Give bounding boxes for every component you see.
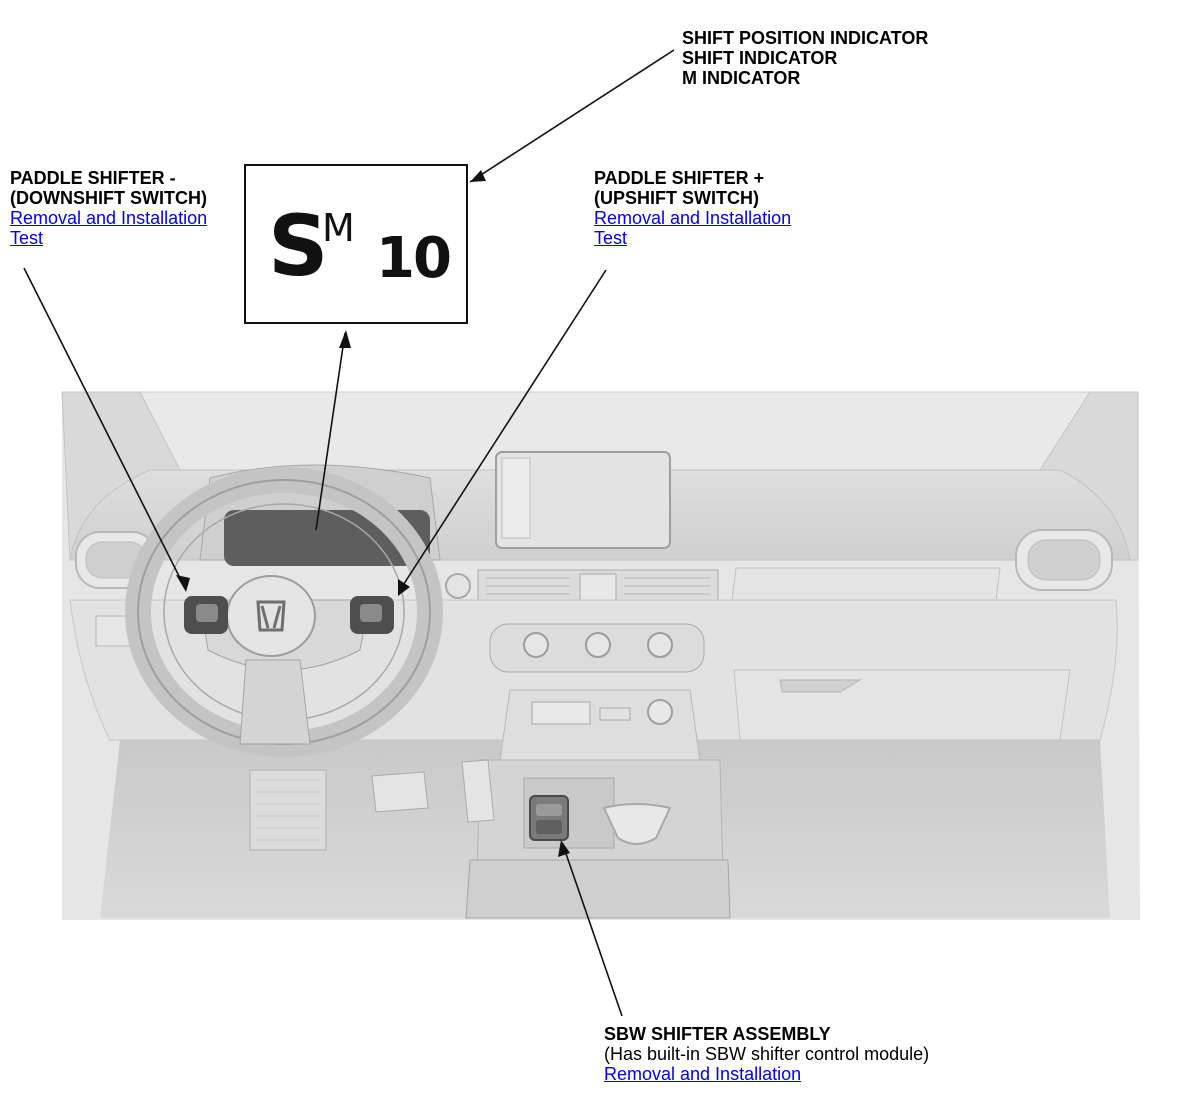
arrowheads (176, 170, 570, 857)
paddle-plus-title-1: PADDLE SHIFTER + (594, 168, 765, 188)
paddle-plus-label: PADDLE SHIFTER + (UPSHIFT SWITCH) Remova… (594, 168, 791, 248)
shift-indicator-line-2: SHIFT INDICATOR (682, 48, 838, 68)
shift-indicator-line-1: SHIFT POSITION INDICATOR (682, 28, 929, 48)
paddle-minus-removal-link[interactable]: Removal and Installation (10, 208, 208, 228)
shift-indicator-label: SHIFT POSITION INDICATOR SHIFT INDICATOR… (682, 28, 928, 88)
paddle-plus-test-link[interactable]: Test (594, 228, 628, 248)
paddle-plus-removal-link[interactable]: Removal and Installation (594, 208, 792, 228)
sbw-removal-link[interactable]: Removal and Installation (604, 1064, 802, 1084)
gear-number: 10 (376, 226, 452, 291)
paddle-minus-title-2: (DOWNSHIFT SWITCH) (10, 188, 207, 208)
pedals (249, 759, 495, 851)
paddle-minus-label: PADDLE SHIFTER - (DOWNSHIFT SWITCH) Remo… (10, 168, 207, 248)
leader-lines (23, 49, 675, 1017)
sbw-title: SBW SHIFTER ASSEMBLY (604, 1024, 831, 1044)
shift-indicator-line-3: M INDICATOR (682, 68, 801, 88)
sub-letter: M (322, 206, 355, 250)
shift-indicator-display: S M 10 (244, 164, 468, 324)
mode-letter: S (268, 197, 329, 295)
center-console (465, 689, 731, 919)
paddle-minus-test-link[interactable]: Test (10, 228, 44, 248)
paddle-minus-title-1: PADDLE SHIFTER - (10, 168, 176, 188)
steering-wheel (125, 467, 443, 757)
paddle-plus-title-2: (UPSHIFT SWITCH) (594, 188, 759, 208)
sbw-note: (Has built-in SBW shifter control module… (604, 1044, 930, 1064)
sbw-shifter-label: SBW SHIFTER ASSEMBLY (Has built-in SBW s… (604, 1024, 929, 1084)
